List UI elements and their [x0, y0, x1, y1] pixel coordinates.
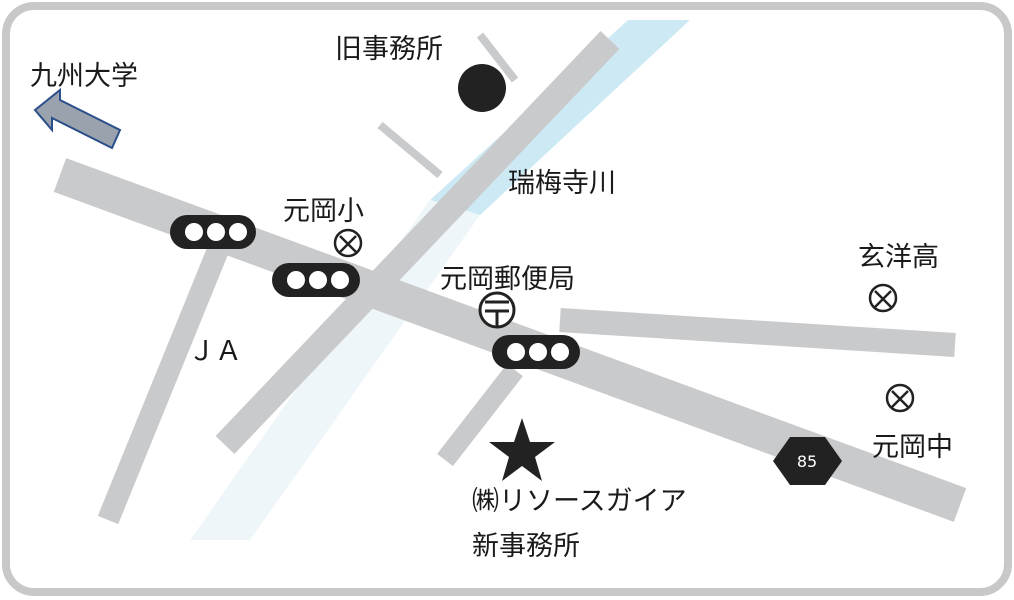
label-motooka-junior: 元岡中 [872, 432, 953, 463]
label-new-office: 新事務所 [472, 531, 580, 562]
post-office-icon [478, 291, 516, 329]
label-ja: ＪＡ [188, 336, 242, 367]
south-road [437, 363, 523, 467]
arrow-icon [33, 87, 122, 150]
small-road [377, 121, 443, 179]
label-motooka-elementary: 元岡小 [283, 196, 364, 227]
north-road [476, 32, 519, 83]
new-office-star-icon [489, 418, 555, 481]
school-icon [333, 228, 363, 258]
traffic-light-icon [170, 215, 256, 249]
diagonal-road [215, 31, 620, 454]
label-river: 瑞梅寺川 [508, 168, 616, 199]
old-office-marker-icon [458, 64, 506, 112]
west-road [97, 245, 229, 525]
traffic-light-icon [492, 335, 580, 369]
traffic-light-icon [272, 263, 360, 297]
east-road [559, 308, 956, 357]
school-icon [868, 283, 898, 313]
label-genyo-high: 玄洋高 [858, 242, 939, 273]
label-kyushu-univ: 九州大学 [30, 61, 138, 92]
label-company-name: ㈱リソースガイア [472, 486, 687, 517]
route-number: 85 [797, 452, 817, 471]
route-shield-icon [773, 437, 842, 485]
school-icon [885, 383, 915, 413]
label-post-office: 元岡郵便局 [440, 264, 575, 295]
label-old-office: 旧事務所 [335, 34, 443, 65]
